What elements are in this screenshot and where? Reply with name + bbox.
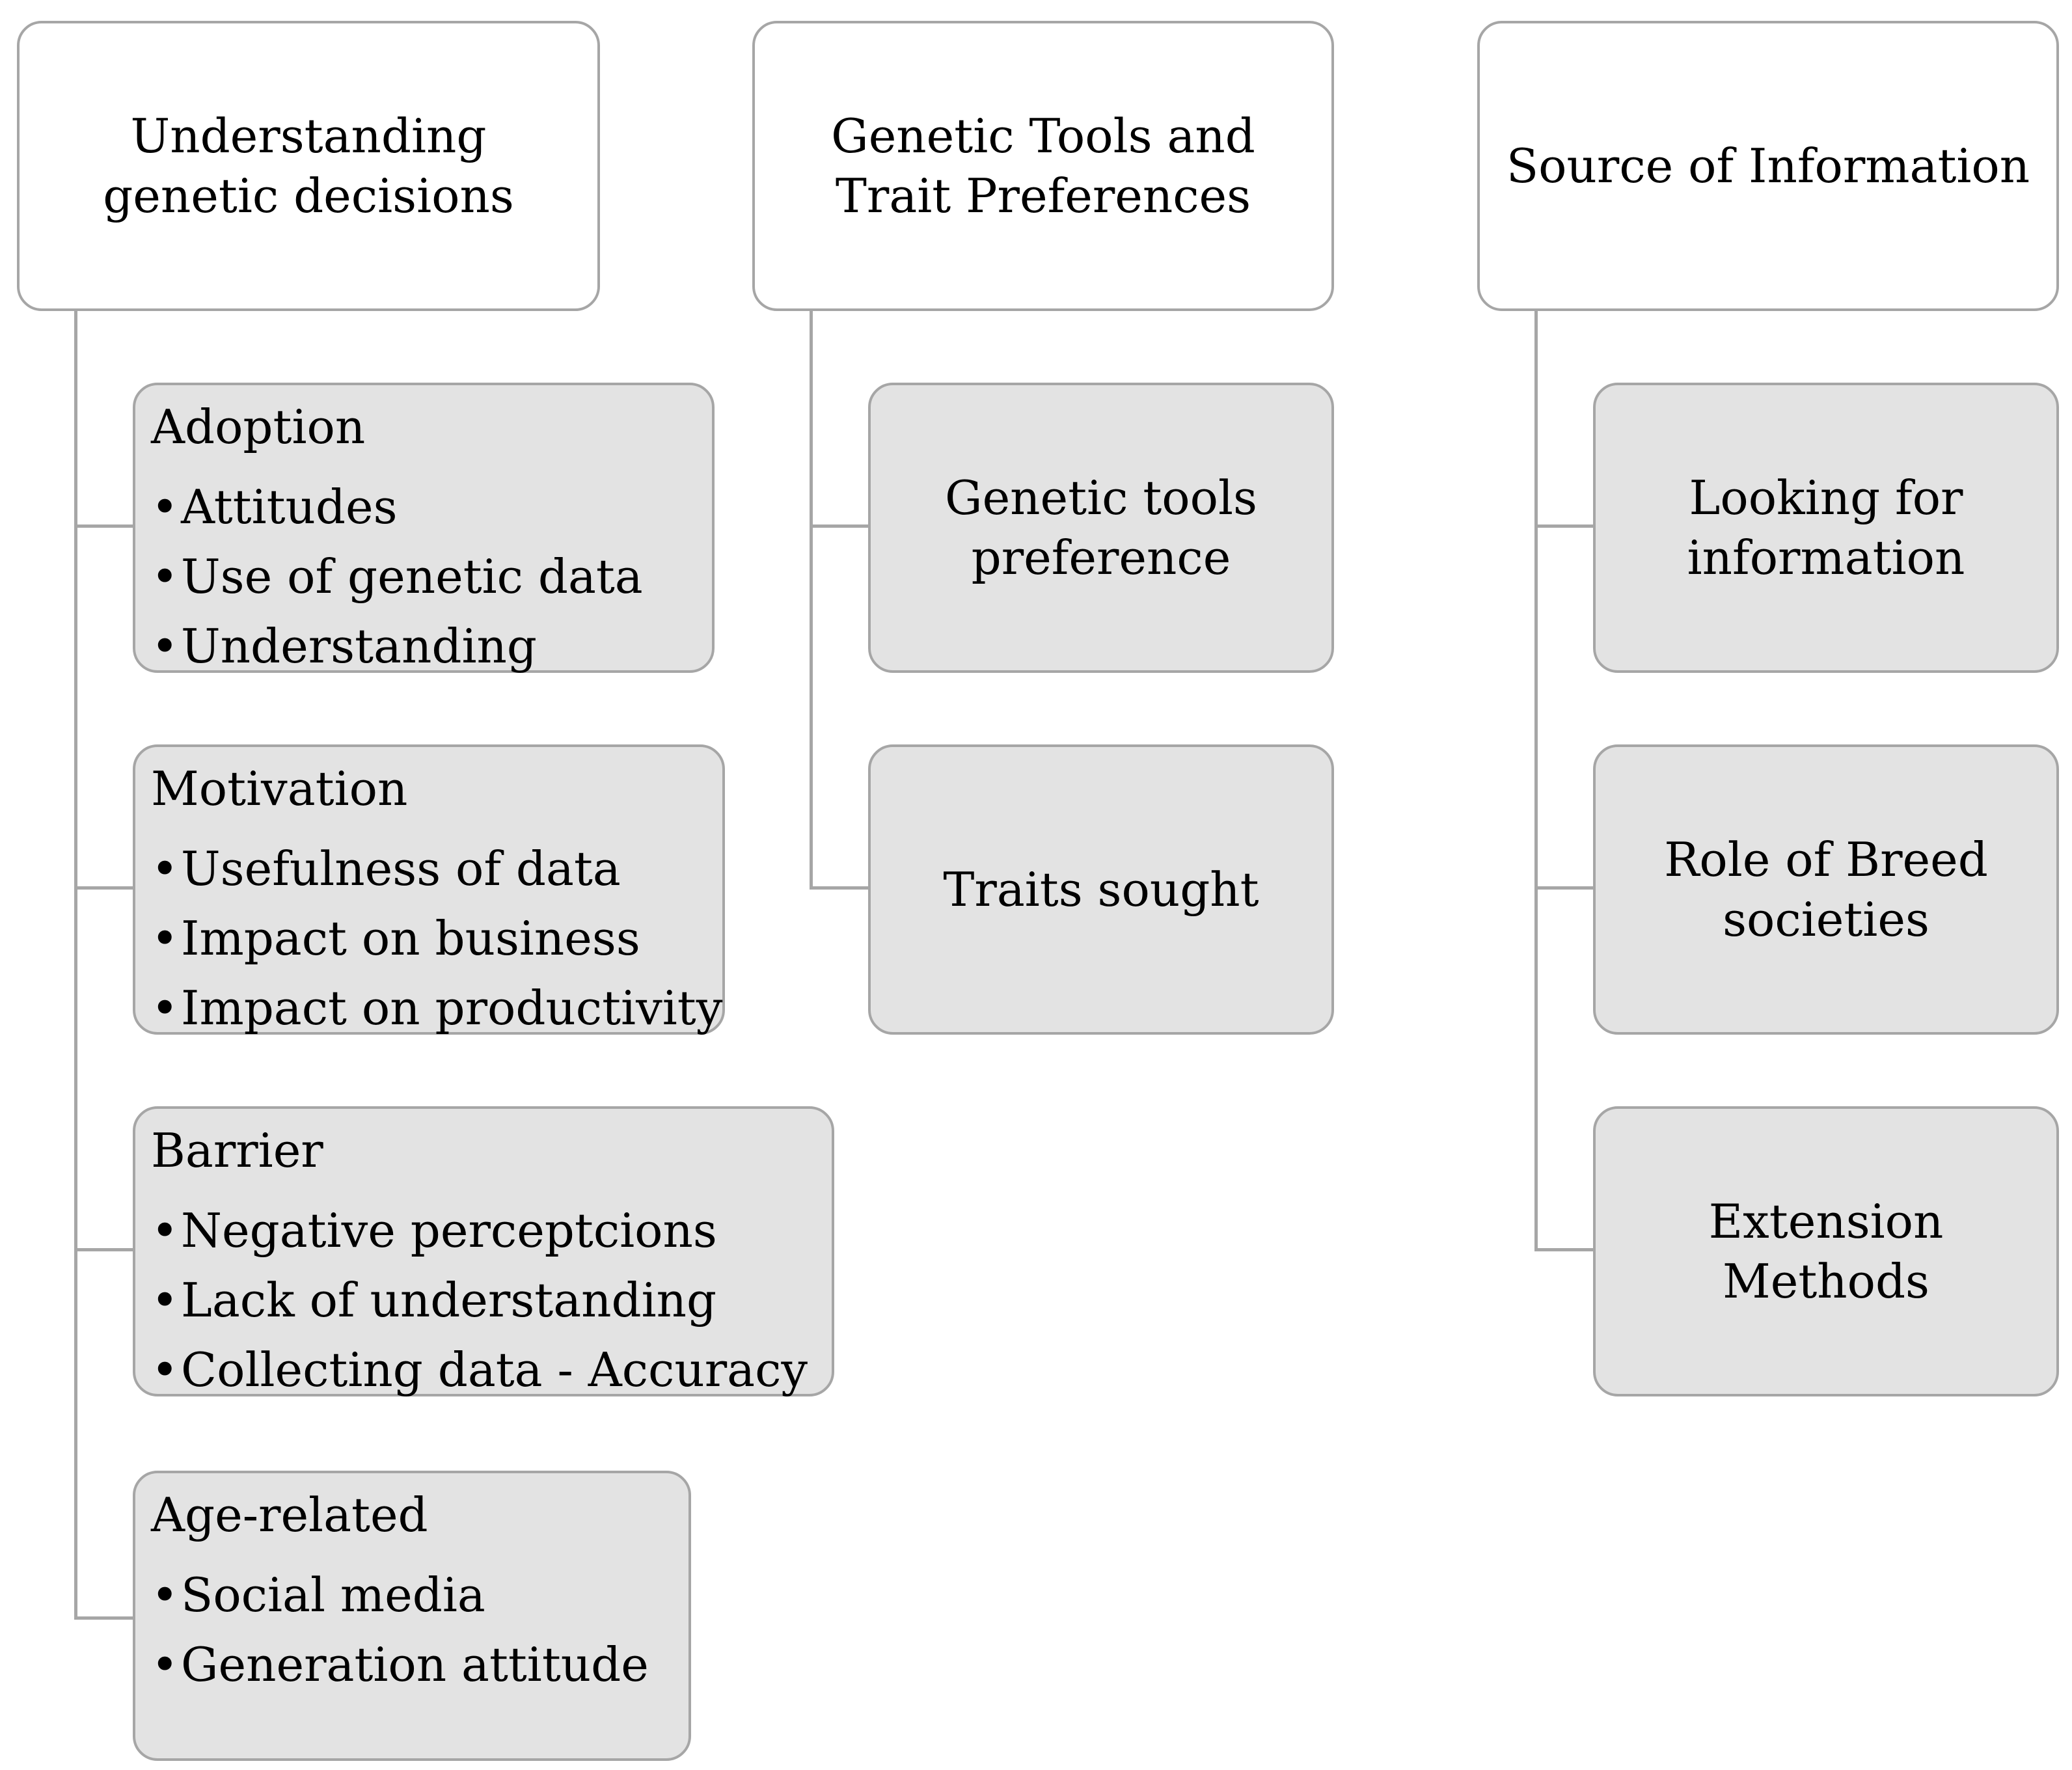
connector-branch-barrier [74, 1248, 134, 1251]
connector-branch-traits-sought [810, 886, 869, 890]
node-barrier: Barrier •Negative perceptcions •Lack of … [133, 1106, 834, 1397]
node-age-related: Age-related •Social media •Generation at… [133, 1471, 691, 1761]
bullet-item: •Impact on business [151, 904, 722, 974]
node-label: Role of Breed societies [1664, 832, 1988, 947]
bullet-text: Use of genetic data [181, 549, 643, 604]
connector-branch-age-related [74, 1616, 134, 1620]
connector-branch-role-of-breed-societies [1534, 886, 1594, 890]
connector-branch-genetic-tools-preference [810, 524, 869, 528]
node-label: Genetic tools preference [945, 470, 1257, 585]
connector-branch-looking-for-information [1534, 524, 1594, 528]
connector-branch-extension-methods [1534, 1248, 1594, 1251]
bullet-text: Attitudes [181, 480, 398, 534]
bullet-list: •Attitudes •Use of genetic data •Underst… [151, 472, 712, 681]
node-title: Barrier [151, 1123, 323, 1178]
bullet-item: •Social media [151, 1560, 688, 1630]
bullet-item: •Usefulness of data [151, 834, 722, 904]
bullet-glyph: • [151, 1273, 179, 1328]
bullet-text: Understanding [181, 619, 537, 674]
node-label: Extension Methods [1708, 1194, 1944, 1309]
bullet-item: •Impact on productivity [151, 974, 722, 1043]
node-adoption: Adoption •Attitudes •Use of genetic data… [133, 383, 715, 674]
bullet-item: •Attitudes [151, 472, 712, 542]
bullet-glyph: • [151, 619, 179, 674]
node-label: Looking for information [1687, 470, 1965, 585]
bullet-item: •Lack of understanding [151, 1266, 832, 1335]
node-extension-methods: Extension Methods [1593, 1106, 2059, 1396]
bullet-glyph: • [151, 1637, 179, 1692]
node-role-of-breed-societies: Role of Breed societies [1593, 744, 2059, 1035]
column-header-label: Genetic Tools and Trait Preferences [831, 109, 1255, 223]
connector-trunk-column-1 [74, 311, 77, 1619]
bullet-text: Generation attitude [181, 1637, 649, 1692]
bullet-item: •Generation attitude [151, 1630, 688, 1700]
connector-branch-motivation [74, 886, 134, 890]
connector-trunk-column-3 [1534, 311, 1538, 1251]
column-header-genetic-tools-and-trait-preferences: Genetic Tools and Trait Preferences [752, 21, 1334, 311]
bullet-glyph: • [151, 549, 179, 604]
bullet-item: •Collecting data - Accuracy [151, 1335, 832, 1405]
node-label: Traits sought [943, 862, 1259, 917]
bullet-item: •Understanding [151, 612, 712, 681]
node-title: Adoption [151, 400, 366, 454]
node-motivation: Motivation •Usefulness of data •Impact o… [133, 744, 725, 1035]
bullet-glyph: • [151, 1203, 179, 1258]
bullet-glyph: • [151, 911, 179, 966]
bullet-glyph: • [151, 1342, 179, 1397]
bullet-item: •Use of genetic data [151, 542, 712, 612]
bullet-glyph: • [151, 480, 179, 534]
node-genetic-tools-preference: Genetic tools preference [868, 383, 1334, 673]
node-looking-for-information: Looking for information [1593, 383, 2059, 673]
node-traits-sought: Traits sought [868, 744, 1334, 1035]
bullet-list: •Social media •Generation attitude [151, 1560, 688, 1700]
bullet-glyph: • [151, 981, 179, 1035]
bullet-text: Collecting data - Accuracy [181, 1342, 808, 1397]
connector-trunk-column-2 [810, 311, 813, 890]
bullet-list: •Usefulness of data •Impact on business … [151, 834, 722, 1043]
bullet-item: •Negative perceptcions [151, 1196, 832, 1266]
bullet-text: Lack of understanding [181, 1273, 717, 1328]
bullet-text: Usefulness of data [181, 841, 621, 896]
column-header-understanding-genetic-decisions: Understanding genetic decisions [17, 21, 600, 311]
node-title: Age-related [151, 1488, 428, 1542]
bullet-glyph: • [151, 1568, 179, 1622]
bullet-text: Impact on productivity [181, 981, 723, 1035]
bullet-text: Social media [181, 1568, 485, 1622]
column-header-source-of-information: Source of Information [1477, 21, 2059, 311]
connector-branch-adoption [74, 524, 134, 528]
bullet-glyph: • [151, 841, 179, 896]
column-header-label: Understanding genetic decisions [103, 109, 514, 223]
bullet-list: •Negative perceptcions •Lack of understa… [151, 1196, 832, 1405]
node-title: Motivation [151, 761, 408, 816]
bullet-text: Impact on business [181, 911, 640, 966]
bullet-text: Negative perceptcions [181, 1203, 717, 1258]
column-header-label: Source of Information [1506, 139, 2030, 193]
